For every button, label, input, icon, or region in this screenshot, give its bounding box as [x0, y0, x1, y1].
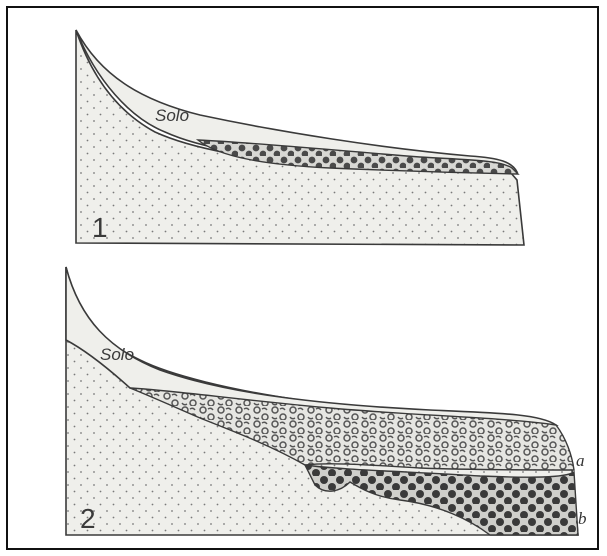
profile-1: Solo 1 — [76, 30, 524, 245]
soil-label-1: Solo — [155, 106, 189, 125]
profile-number-1: 1 — [92, 212, 108, 243]
soil-label-2: Solo — [100, 345, 134, 364]
profile-2: Solo 2 a b — [66, 267, 587, 535]
profile-number-2: 2 — [80, 503, 96, 534]
layer-a-label: a — [576, 451, 585, 470]
layer-b-label: b — [578, 509, 587, 528]
